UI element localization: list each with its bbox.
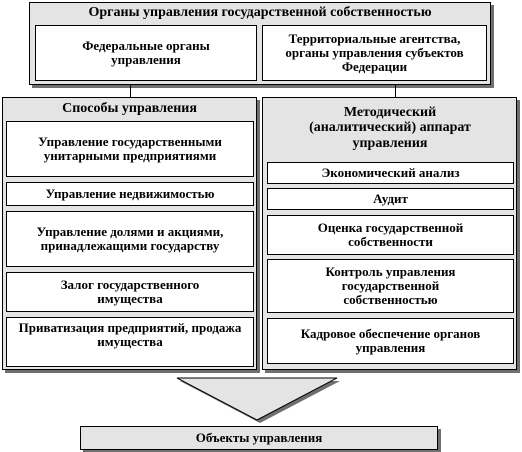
management-methods-title: Способы управления [62,101,197,117]
method-item-unitary-enterprises: Управление государственными унитарными п… [6,121,254,177]
connector-line-left [130,85,131,97]
management-objects-box: Объекты управления [80,426,438,450]
apparatus-item-personnel: Кадровое обеспечение органов управления [267,318,514,364]
apparatus-item-economic-analysis: Экономический анализ [267,162,514,184]
apparatus-item-valuation: Оценка государственной собственности [267,215,514,255]
method-item-shares: Управление долями и акциями, принадлежащ… [6,211,254,267]
federal-bodies-box: Федеральные органы управления [35,25,257,81]
method-item-real-estate: Управление недвижимостью [6,182,254,206]
method-item-privatization: Приватизация предприятий, продажа имущес… [6,317,254,367]
methodical-apparatus-title: Методический (аналитический) аппарат упр… [309,105,471,151]
territorial-bodies-box: Территориальные агентства, органы управл… [262,25,487,81]
governing-bodies-title: Органы управления государственной собств… [88,5,432,21]
method-item-pledge: Залог государственного имущества [6,272,254,312]
apparatus-item-control: Контроль управления государственной собс… [267,259,514,313]
connector-line-right [395,85,396,97]
apparatus-item-audit: Аудит [267,188,514,210]
